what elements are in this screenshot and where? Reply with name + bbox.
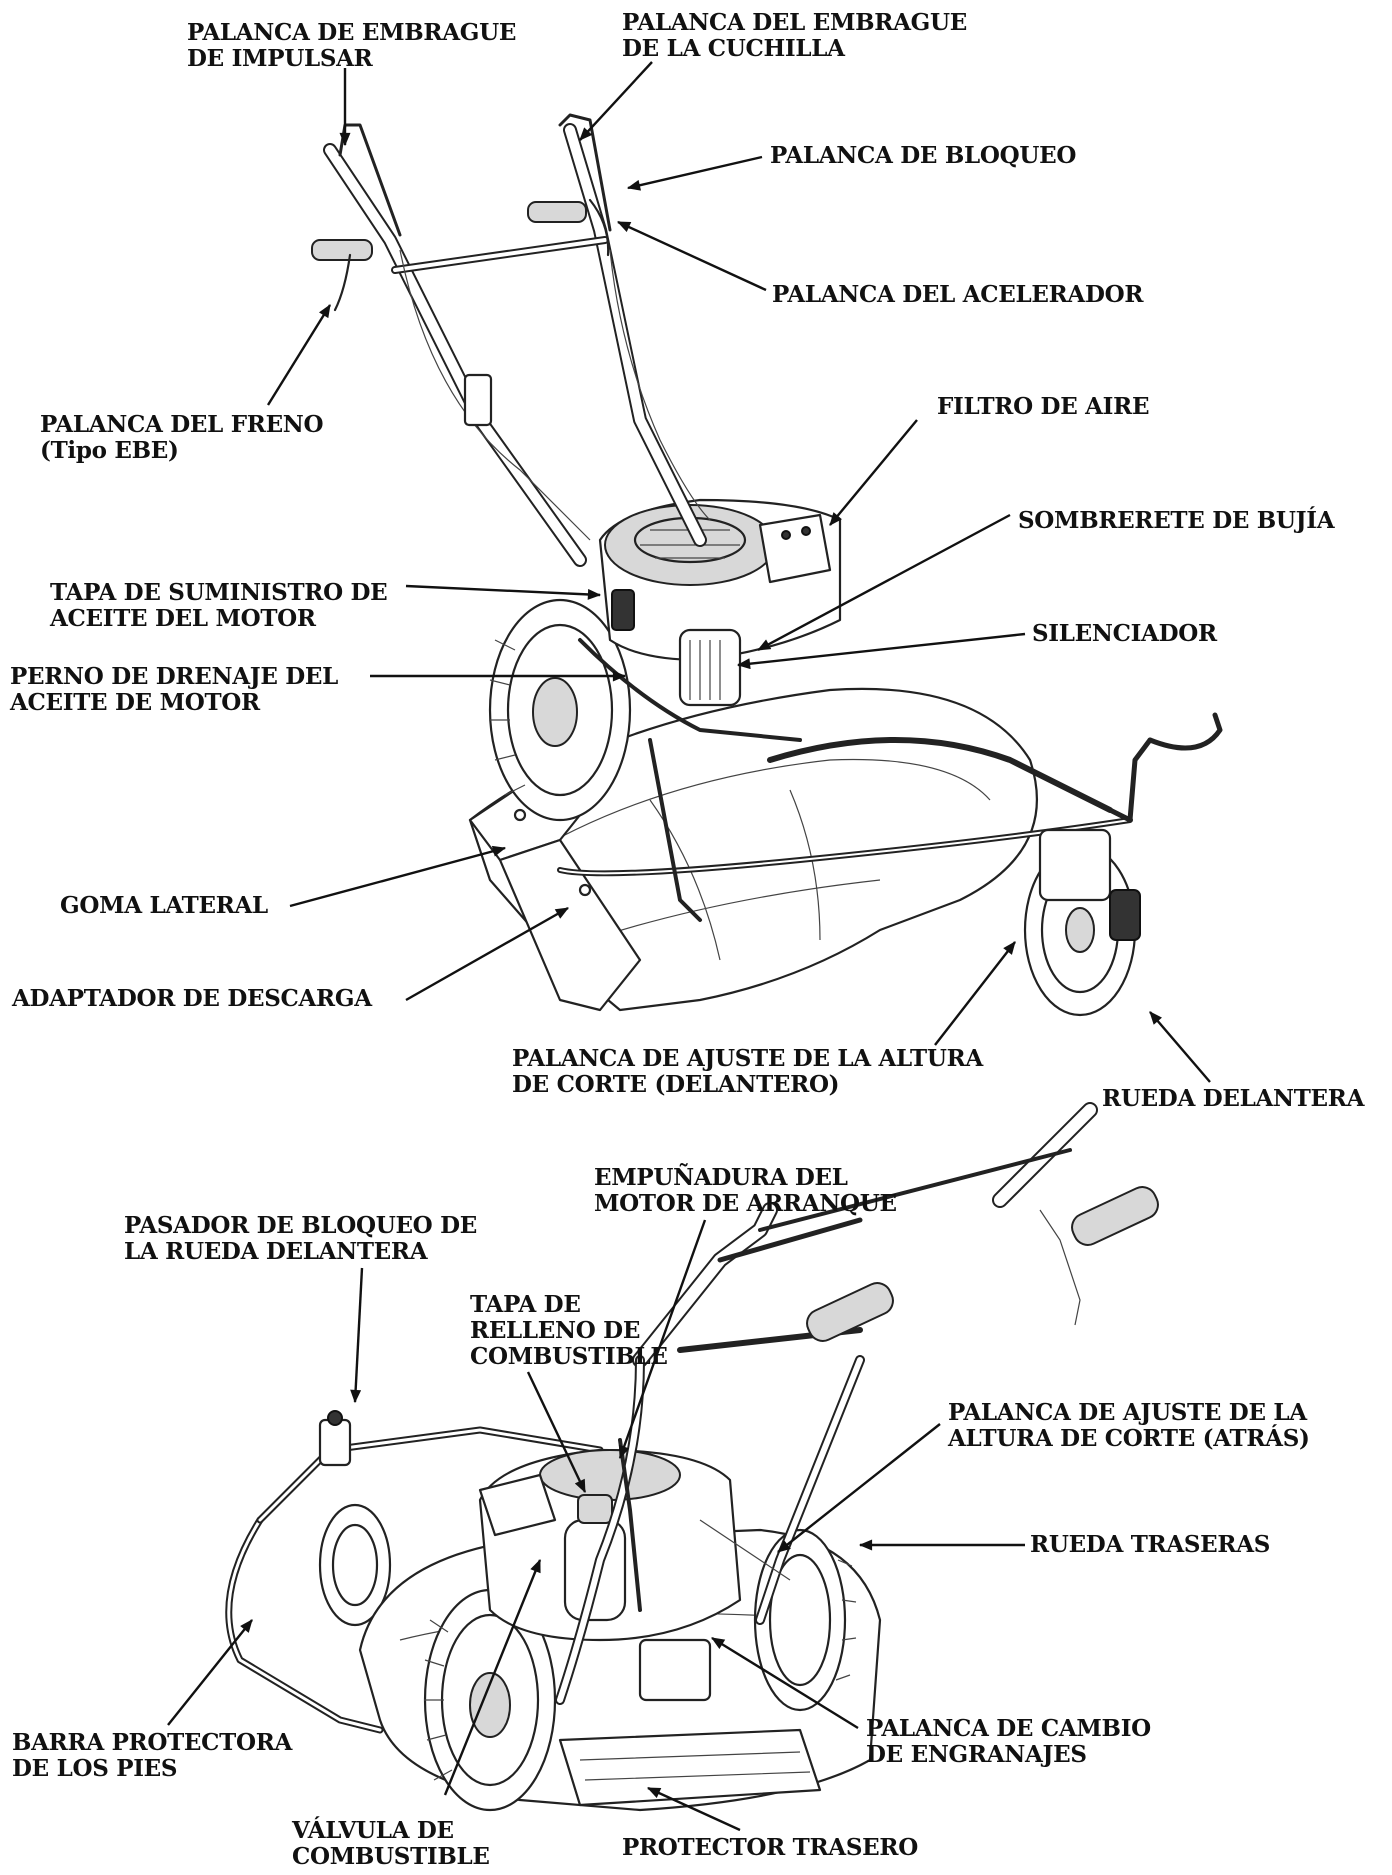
leader-discharge-adapter xyxy=(405,906,569,1002)
leader-muffler xyxy=(736,632,1026,670)
bottom-mower-drawing xyxy=(225,1102,1159,1812)
leader-rear-guard xyxy=(646,1786,741,1832)
label-oil-filler-cap: TAPA DE SUMINISTRO DE ACEITE DEL MOTOR xyxy=(50,579,388,632)
label-lock-lever: PALANCA DE BLOQUEO xyxy=(770,142,1077,169)
label-rear-guard: PROTECTOR TRASERO xyxy=(622,1834,918,1861)
leader-oil-filler xyxy=(405,584,602,600)
leader-fuel-valve xyxy=(443,1558,542,1796)
label-front-wheel: RUEDA DELANTERA xyxy=(1102,1085,1365,1112)
label-air-filter: FILTRO DE AIRE xyxy=(937,393,1150,420)
label-throttle-lever: PALANCA DEL ACELERADOR xyxy=(772,281,1144,308)
label-discharge-adapter: ADAPTADOR DE DESCARGA xyxy=(12,985,372,1012)
label-blade-clutch-lever: PALANCA DEL EMBRAGUE DE LA CUCHILLA xyxy=(622,9,967,62)
leader-foot-guard xyxy=(167,1619,253,1726)
label-starter-grip: EMPUÑADURA DEL MOTOR DE ARRANQUE xyxy=(594,1164,897,1217)
label-brake-lever: PALANCA DEL FRENO (Tipo EBE) xyxy=(40,411,324,464)
label-front-height-lever: PALANCA DE AJUSTE DE LA ALTURA DE CORTE … xyxy=(512,1045,983,1098)
label-rear-wheels: RUEDA TRASERAS xyxy=(1030,1531,1271,1558)
leader-fuel-cap xyxy=(526,1371,587,1493)
leader-wheel-lock-pin xyxy=(350,1267,364,1404)
leader-throttle xyxy=(617,220,767,292)
leader-front-wheel xyxy=(1149,1011,1211,1083)
label-front-wheel-lock-pin: PASADOR DE BLOQUEO DE LA RUEDA DELANTERA xyxy=(124,1212,477,1265)
leader-rear-height xyxy=(777,1423,941,1553)
leader-side-rubber xyxy=(289,845,507,908)
label-drive-clutch-lever: PALANCA DE EMBRAGUE DE IMPULSAR xyxy=(187,19,517,72)
leader-lock-lever xyxy=(626,155,763,191)
leader-starter-grip xyxy=(618,1219,707,1460)
label-gear-shift-lever: PALANCA DE CAMBIO DE ENGRANAJES xyxy=(866,1715,1151,1768)
leader-front-height xyxy=(934,941,1016,1046)
leader-blade-clutch xyxy=(579,61,653,141)
leader-brake xyxy=(266,304,332,406)
top-mower-drawing xyxy=(311,113,1223,1017)
leader-lines xyxy=(167,61,1211,1832)
label-fuel-fill-cap: TAPA DE RELLENO DE COMBUSTIBLE xyxy=(470,1291,668,1370)
label-muffler: SILENCIADOR xyxy=(1032,620,1217,647)
leader-gear-shift xyxy=(711,1636,859,1730)
leader-spark-plug xyxy=(757,513,1011,652)
label-oil-drain-bolt: PERNO DE DRENAJE DEL ACEITE DE MOTOR xyxy=(10,663,339,716)
leader-air-filter xyxy=(829,419,918,526)
label-side-rubber: GOMA LATERAL xyxy=(60,892,268,919)
label-rear-height-lever: PALANCA DE AJUSTE DE LA ALTURA DE CORTE … xyxy=(948,1399,1310,1452)
label-spark-plug-cap: SOMBRERETE DE BUJÍA xyxy=(1018,507,1335,534)
label-fuel-valve: VÁLVULA DE COMBUSTIBLE xyxy=(292,1817,490,1870)
label-foot-guard-bar: BARRA PROTECTORA DE LOS PIES xyxy=(12,1729,293,1782)
